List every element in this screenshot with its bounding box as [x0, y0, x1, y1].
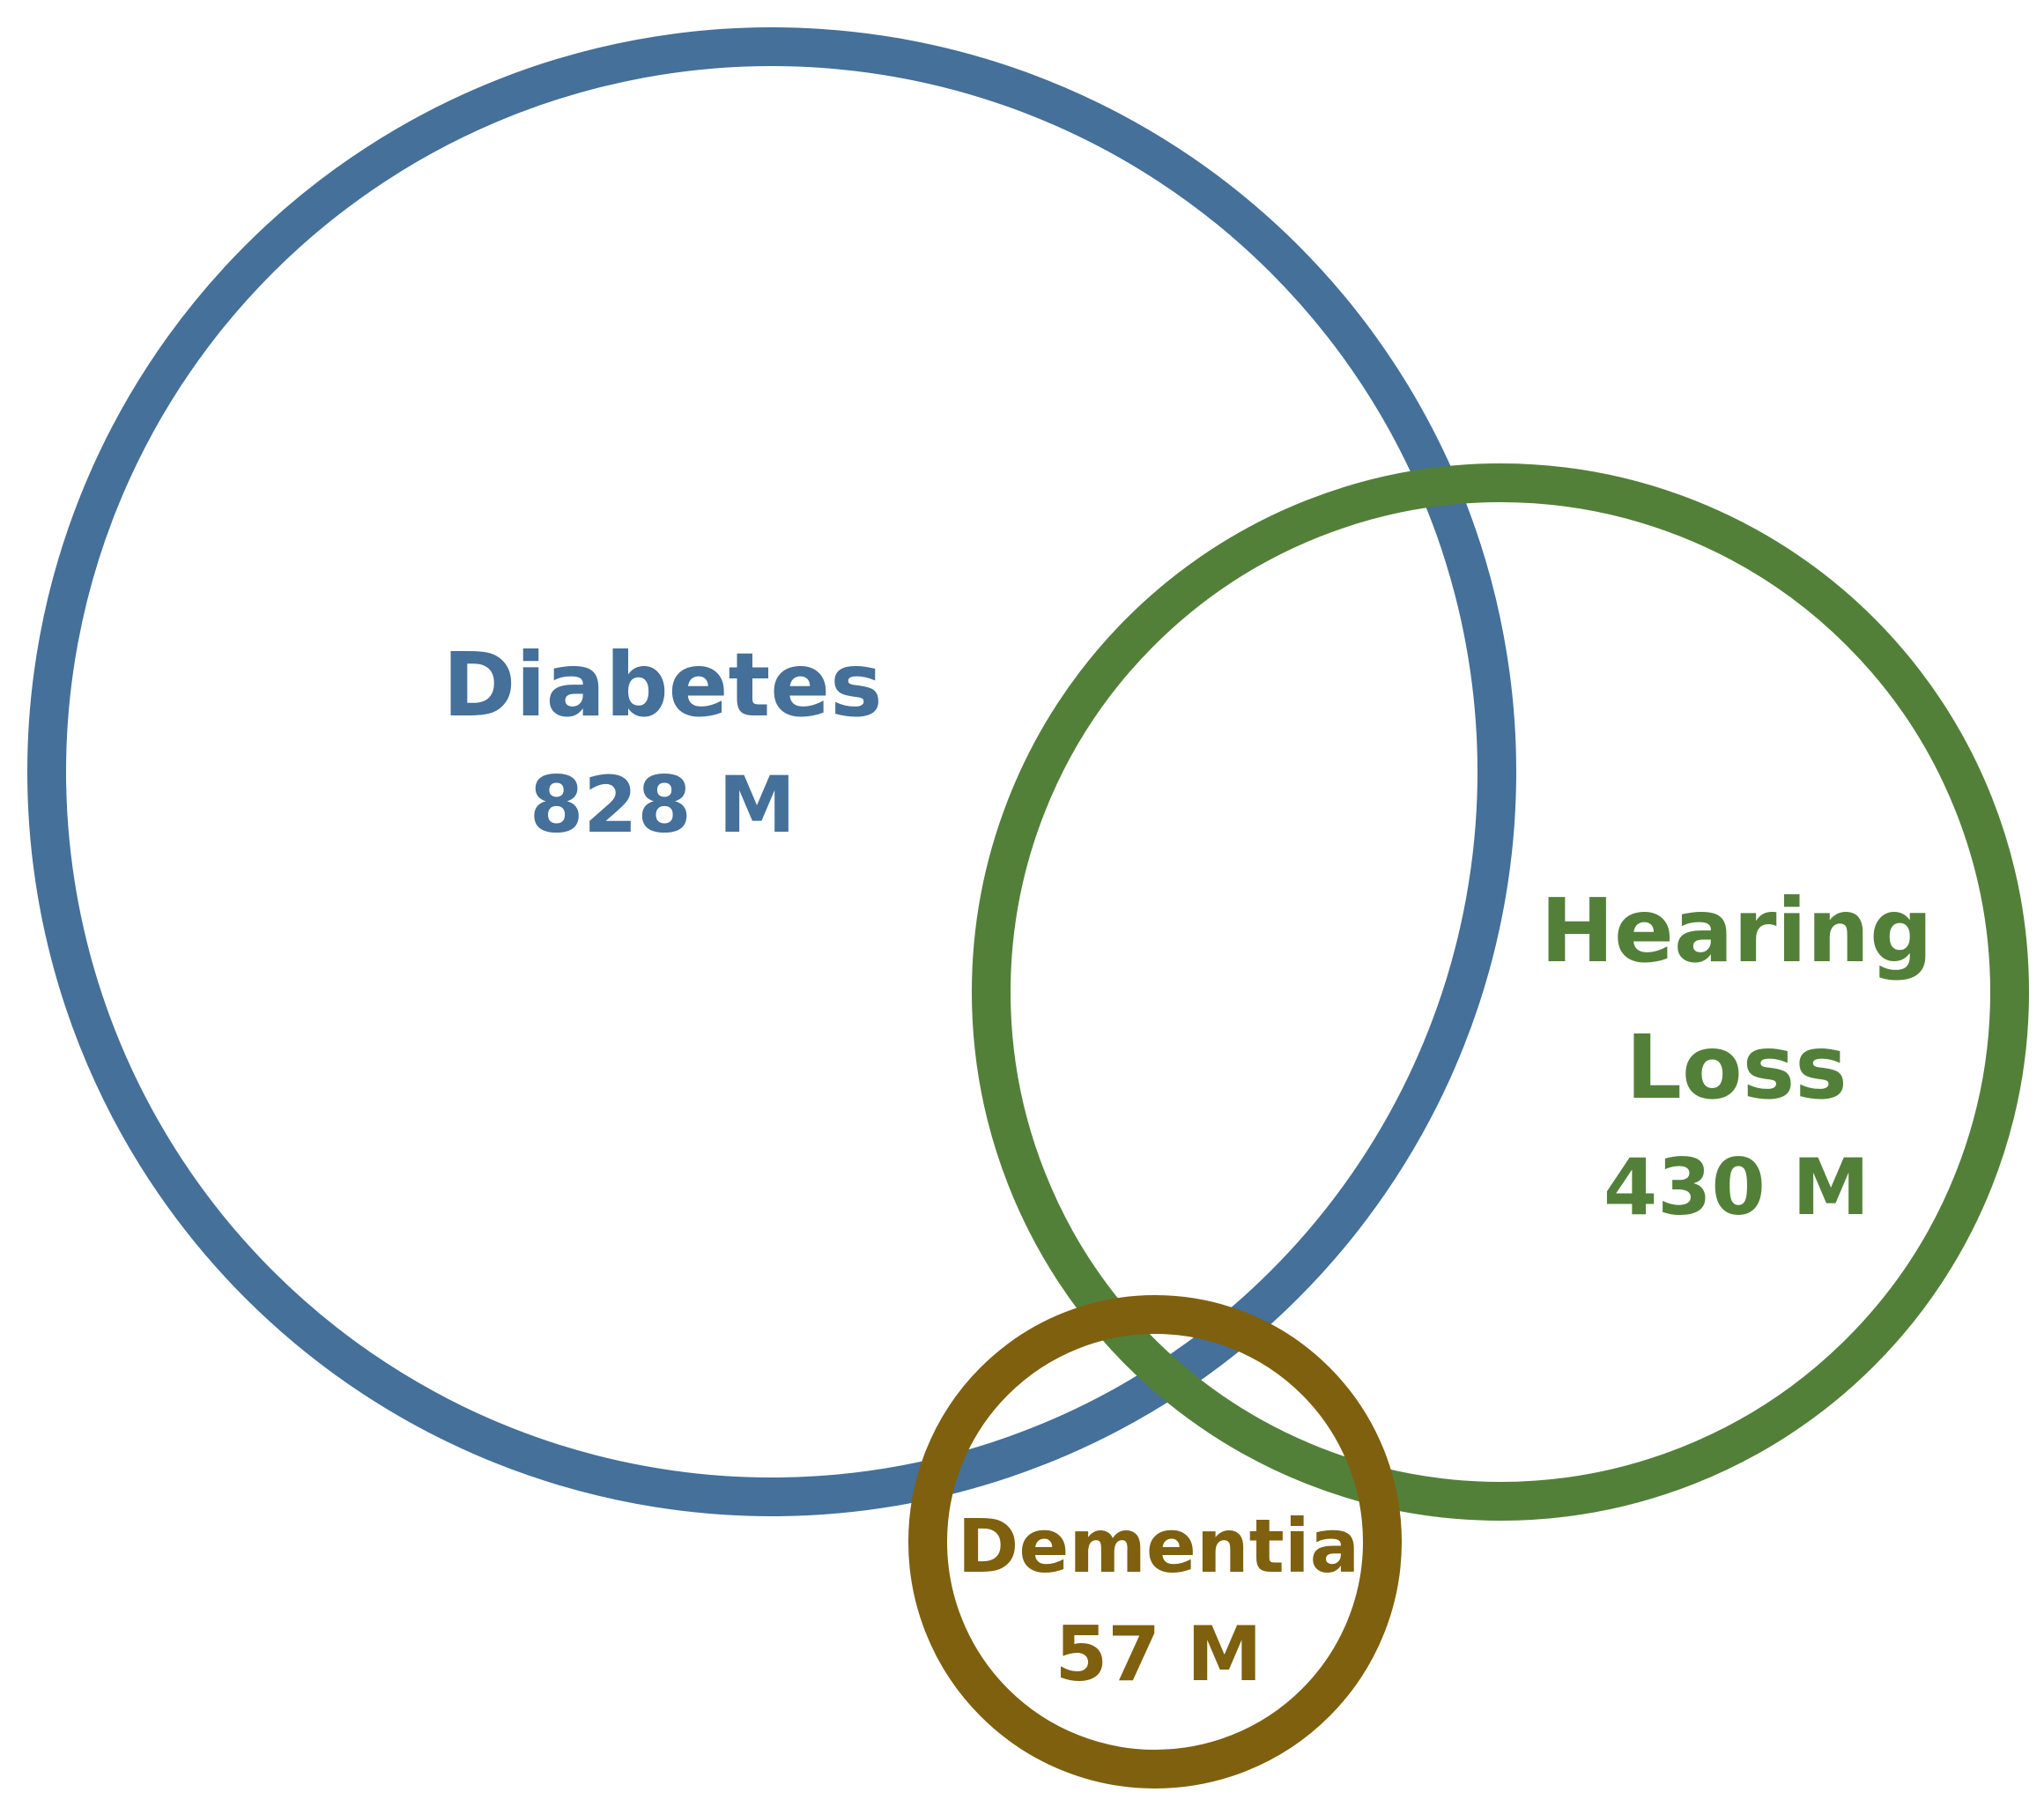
dementia-value: 57 M: [1055, 1611, 1262, 1699]
dementia-label: Dementia: [958, 1503, 1360, 1589]
diabetes-label: Diabetes: [442, 633, 882, 737]
hearing-loss-value: 430 M: [1603, 1142, 1870, 1233]
hearing-loss-label-line1: Hearing: [1540, 879, 1932, 982]
hearing-loss-label-line2: Loss: [1626, 1016, 1847, 1119]
diabetes-circle: [27, 27, 1516, 1516]
hearing-loss-circle: [972, 463, 2029, 1521]
diabetes-value: 828 M: [530, 759, 796, 850]
dementia-circle: [908, 1295, 1402, 1788]
